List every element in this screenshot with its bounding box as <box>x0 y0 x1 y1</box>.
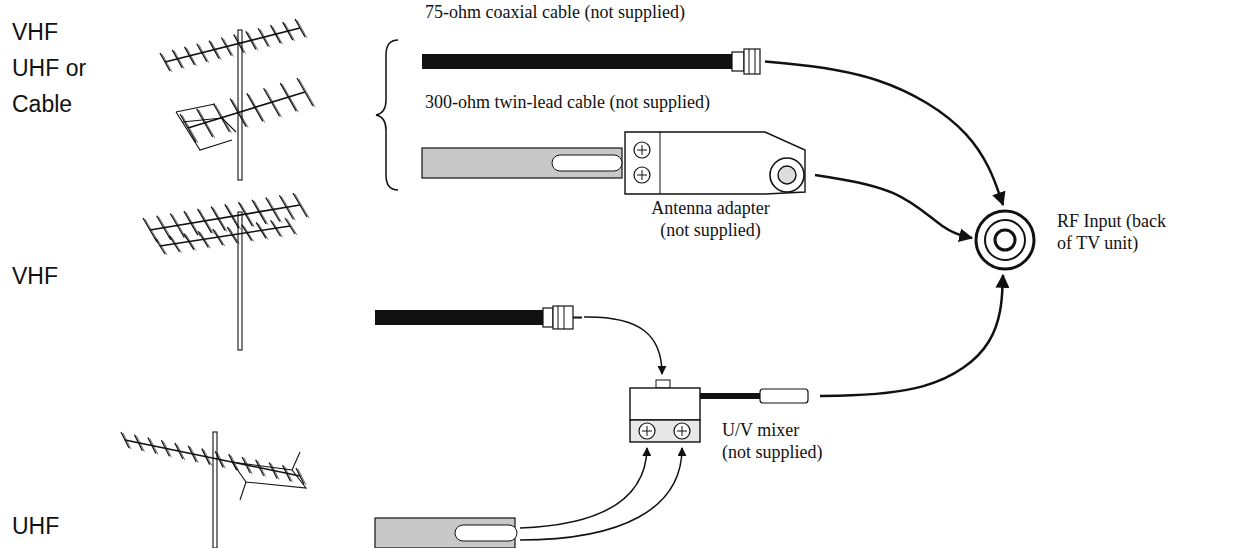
uhf-twin-lead <box>375 448 682 548</box>
part-label: RF Input (back of TV unit) <box>1057 211 1184 254</box>
signal-type-label: UHF <box>12 508 104 544</box>
combo-antenna <box>160 19 315 180</box>
part-label: Antenna adapter (not supplied) <box>648 198 773 241</box>
signal-arrow <box>815 175 972 238</box>
bracket <box>376 40 398 190</box>
rf-input-jack: RF Input (back of TV unit) <box>972 205 1197 275</box>
signal-type-label: VHF <box>12 258 104 294</box>
antenna-adapter: Antenna adapter (not supplied) <box>615 128 815 248</box>
uv-mixer: U/V mixer (not supplied) <box>625 380 820 475</box>
twin-lead-cable <box>422 148 622 178</box>
vhf-coax-cable <box>375 306 662 374</box>
coax-cable: 75-ohm coaxial cable (not supplied) <box>420 2 765 74</box>
part-label: 75-ohm coaxial cable (not supplied) <box>425 2 765 24</box>
cable-label: 300-ohm twin-lead cable (not supplied) <box>425 92 710 114</box>
part-label: U/V mixer (not supplied) <box>722 420 827 463</box>
uhf-antenna <box>121 432 306 548</box>
signal-arrow <box>765 62 1003 206</box>
vhf-antenna <box>143 193 309 350</box>
signal-type-label: VHF UHF or Cable <box>12 14 104 122</box>
signal-arrow <box>820 275 1003 396</box>
